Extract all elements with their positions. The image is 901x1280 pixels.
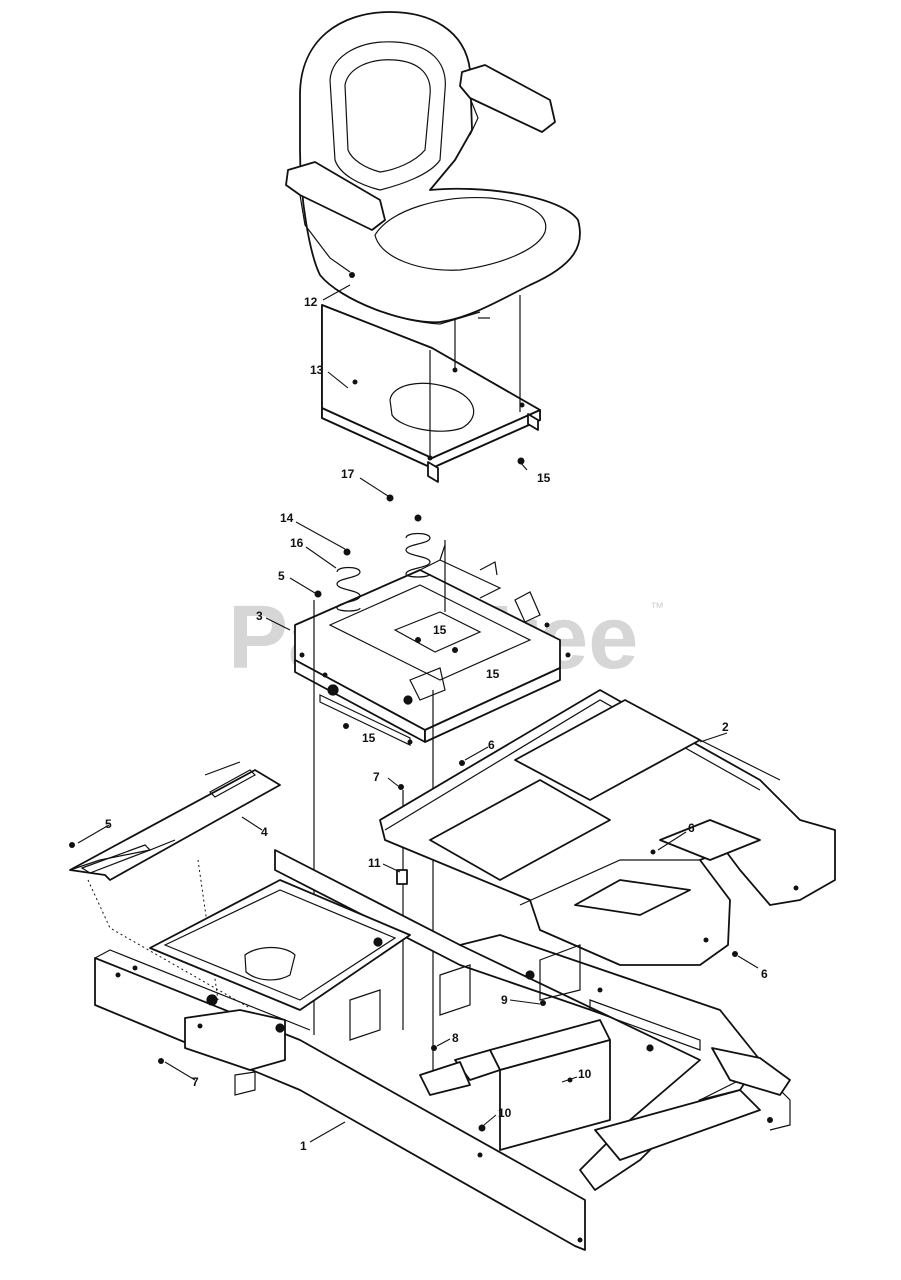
callout-15a: 15 bbox=[537, 471, 551, 485]
spring-part-right bbox=[405, 532, 431, 578]
seat-plate-part bbox=[321, 304, 541, 483]
callout-15d: 15 bbox=[362, 731, 376, 745]
callout-labels: 12 13 17 15 14 16 5 3 15 15 15 2 6 7 5 4… bbox=[105, 295, 768, 1153]
callout-12: 12 bbox=[304, 295, 318, 309]
bolt-7b-icon bbox=[158, 1058, 164, 1064]
callout-15b: 15 bbox=[433, 623, 447, 637]
callout-5a: 5 bbox=[278, 569, 285, 583]
leader-lines bbox=[77, 284, 759, 1143]
callout-11: 11 bbox=[368, 856, 381, 870]
seat-part bbox=[285, 11, 581, 325]
callout-8: 8 bbox=[452, 1031, 459, 1045]
watermark-trademark: ™ bbox=[650, 599, 664, 615]
callout-4: 4 bbox=[261, 825, 268, 839]
bolt-17-icon bbox=[386, 494, 394, 502]
nut-15b-icon bbox=[415, 637, 421, 643]
callout-3: 3 bbox=[256, 609, 263, 623]
callout-1: 1 bbox=[300, 1139, 307, 1153]
callout-2: 2 bbox=[722, 720, 729, 734]
nut-15d-icon bbox=[343, 723, 349, 729]
nut-15-icon bbox=[517, 457, 525, 465]
step-plate-part bbox=[69, 761, 281, 881]
suspension-frame-part bbox=[294, 544, 571, 746]
main-frame-part bbox=[94, 849, 791, 1251]
callout-7a: 7 bbox=[373, 770, 380, 784]
nut-15c-icon bbox=[452, 647, 458, 653]
callout-10a: 10 bbox=[578, 1067, 592, 1081]
callout-6c: 6 bbox=[761, 967, 768, 981]
bolt-7-icon bbox=[398, 784, 404, 790]
callout-13: 13 bbox=[310, 363, 324, 377]
spring-part-left bbox=[336, 566, 361, 612]
bolt-9-icon bbox=[540, 1000, 546, 1006]
callout-10b: 10 bbox=[498, 1106, 512, 1120]
callout-17: 17 bbox=[341, 467, 355, 481]
callout-6b: 6 bbox=[688, 821, 695, 835]
floor-pan-part bbox=[379, 689, 836, 966]
callout-14: 14 bbox=[280, 511, 294, 525]
callout-9: 9 bbox=[501, 993, 508, 1007]
bushing-11-icon bbox=[396, 869, 408, 885]
bolt-8-icon bbox=[431, 1045, 437, 1051]
callout-6a: 6 bbox=[488, 738, 495, 752]
callout-7b: 7 bbox=[192, 1075, 199, 1089]
nut-5-icon bbox=[314, 590, 322, 598]
bolt-icon bbox=[414, 514, 422, 522]
callout-5b: 5 bbox=[105, 817, 112, 831]
bolt-14-icon bbox=[343, 548, 351, 556]
callout-15c: 15 bbox=[486, 667, 500, 681]
callout-16: 16 bbox=[290, 536, 304, 550]
